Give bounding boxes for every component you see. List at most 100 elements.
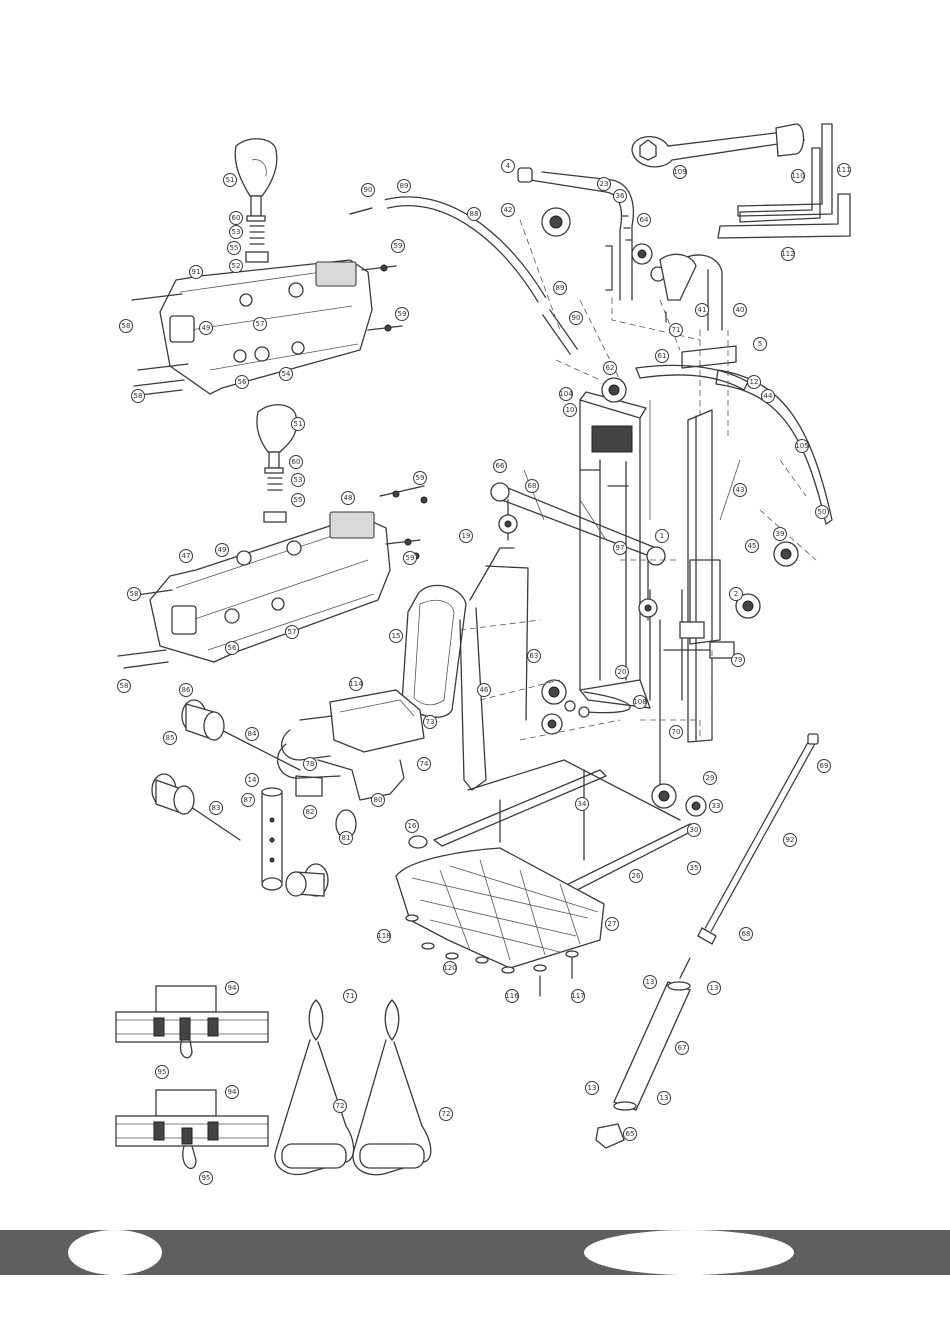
- callout-number: 2: [734, 590, 738, 598]
- callout-number: 59: [406, 554, 415, 562]
- callout-number: 89: [556, 284, 565, 292]
- callout-seat-80: 80: [371, 793, 385, 807]
- callout-tower-20: 20: [615, 665, 629, 679]
- callout-bubble: [199, 321, 213, 335]
- callout-bubble: [603, 361, 617, 375]
- callout-curve-89b: 89: [553, 281, 567, 295]
- callout-bubble: [817, 759, 831, 773]
- callout-mid-grip-60: 60: [289, 455, 303, 469]
- callout-top-grip-51: 51: [223, 173, 237, 187]
- callout-number: 44: [764, 392, 773, 400]
- callout-bubble: [189, 265, 203, 279]
- callout-bubble: [745, 539, 759, 553]
- callout-number: 19: [462, 532, 471, 540]
- callout-number: 70: [672, 728, 681, 736]
- callout-bubble: [559, 387, 573, 401]
- callout-number: 51: [226, 176, 235, 184]
- callout-number: 58: [120, 682, 129, 690]
- callout-bubble: [443, 961, 457, 975]
- stirrup-handles: [274, 999, 432, 1176]
- callout-number: 5: [758, 340, 762, 348]
- press-arm-bar: [490, 469, 666, 621]
- callout-bubble: [629, 869, 643, 883]
- callout-tower-97: 97: [613, 541, 627, 555]
- callout-number: 72: [442, 1110, 451, 1118]
- callout-number: 89: [400, 182, 409, 190]
- middle-pivot-housing: [117, 485, 428, 669]
- callout-number: 114: [349, 680, 363, 688]
- callout-number: 65: [626, 1130, 635, 1138]
- callout-seat-73: 73: [423, 715, 437, 729]
- callout-bubble: [117, 679, 131, 693]
- callout-top-frame-91: 91: [189, 265, 203, 279]
- callout-seat-15: 15: [389, 629, 403, 643]
- callout-curve-90a: 90: [361, 183, 375, 197]
- callout-bubble: [795, 439, 809, 453]
- callout-number: 56: [238, 378, 247, 386]
- callout-bubble: [477, 683, 491, 697]
- callout-bubble: [225, 981, 239, 995]
- callout-seat-16: 16: [405, 819, 419, 833]
- callout-tower-104: 104: [559, 387, 573, 401]
- callout-number: 53: [232, 228, 241, 236]
- callout-bubble: [781, 247, 795, 261]
- strap-detail-bottom: [115, 1089, 269, 1170]
- callout-handle-72a: 72: [333, 1099, 347, 1113]
- callout-strap-94a: 94: [225, 981, 239, 995]
- callout-number: 109: [673, 168, 686, 176]
- callout-number: 57: [288, 628, 297, 636]
- callout-bubble: [633, 695, 647, 709]
- callout-tower-27: 27: [605, 917, 619, 931]
- callout-number: 20: [618, 668, 627, 676]
- upper-arm-assembly: [517, 167, 723, 331]
- callout-number: 59: [394, 242, 403, 250]
- callout-number: 64: [640, 216, 649, 224]
- callout-tower-39: 39: [773, 527, 787, 541]
- callout-bubble: [291, 473, 305, 487]
- callout-bubble: [571, 989, 585, 1003]
- callout-number: 59: [416, 474, 425, 482]
- callout-top-frame-58b: 58: [131, 389, 145, 403]
- callout-tower-45: 45: [745, 539, 759, 553]
- callout-bubble: [241, 793, 255, 807]
- callout-bubble: [127, 587, 141, 601]
- callout-number: 66: [496, 462, 505, 470]
- callout-tower-61: 61: [655, 349, 669, 363]
- callout-seat-114: 114: [349, 677, 363, 691]
- callout-tower-5: 5: [753, 337, 767, 351]
- callout-bar-68: 68: [739, 927, 753, 941]
- callout-seat-81: 81: [339, 831, 353, 845]
- callout-bubble: [643, 975, 657, 989]
- callout-number: 61: [658, 352, 667, 360]
- callout-number: 120: [443, 964, 456, 972]
- callout-number: 79: [734, 656, 743, 664]
- callout-bubble: [413, 471, 427, 485]
- page-number-oval: [68, 1230, 162, 1275]
- callout-number: 85: [166, 734, 175, 742]
- callout-number: 51: [294, 420, 303, 428]
- tool-set: [631, 123, 851, 239]
- callout-tower-68: 68: [525, 479, 539, 493]
- callout-number: 68: [528, 482, 537, 490]
- callout-bubble: [119, 319, 133, 333]
- callout-bubble: [703, 771, 717, 785]
- callout-number: 1: [660, 532, 664, 540]
- curved-arm-tubes: [349, 196, 579, 355]
- callout-tower-79: 79: [731, 653, 745, 667]
- callout-bubble: [605, 917, 619, 931]
- callout-number: 71: [346, 992, 355, 1000]
- callout-bubble: [285, 625, 299, 639]
- callout-bubble: [655, 529, 669, 543]
- callout-number: 82: [306, 808, 315, 816]
- callout-arm-71: 71: [669, 323, 683, 337]
- callout-mid-frame-58b: 58: [117, 679, 131, 693]
- callout-arm-4: 4: [501, 159, 515, 173]
- callout-arm-36: 36: [613, 189, 627, 203]
- callout-bubble: [229, 259, 243, 273]
- section-label-oval: [584, 1230, 794, 1275]
- callout-bubble: [505, 989, 519, 1003]
- callout-bubble: [733, 483, 747, 497]
- callout-mid-frame-58a: 58: [127, 587, 141, 601]
- callout-bubble: [585, 1081, 599, 1095]
- callout-bubble: [501, 203, 515, 217]
